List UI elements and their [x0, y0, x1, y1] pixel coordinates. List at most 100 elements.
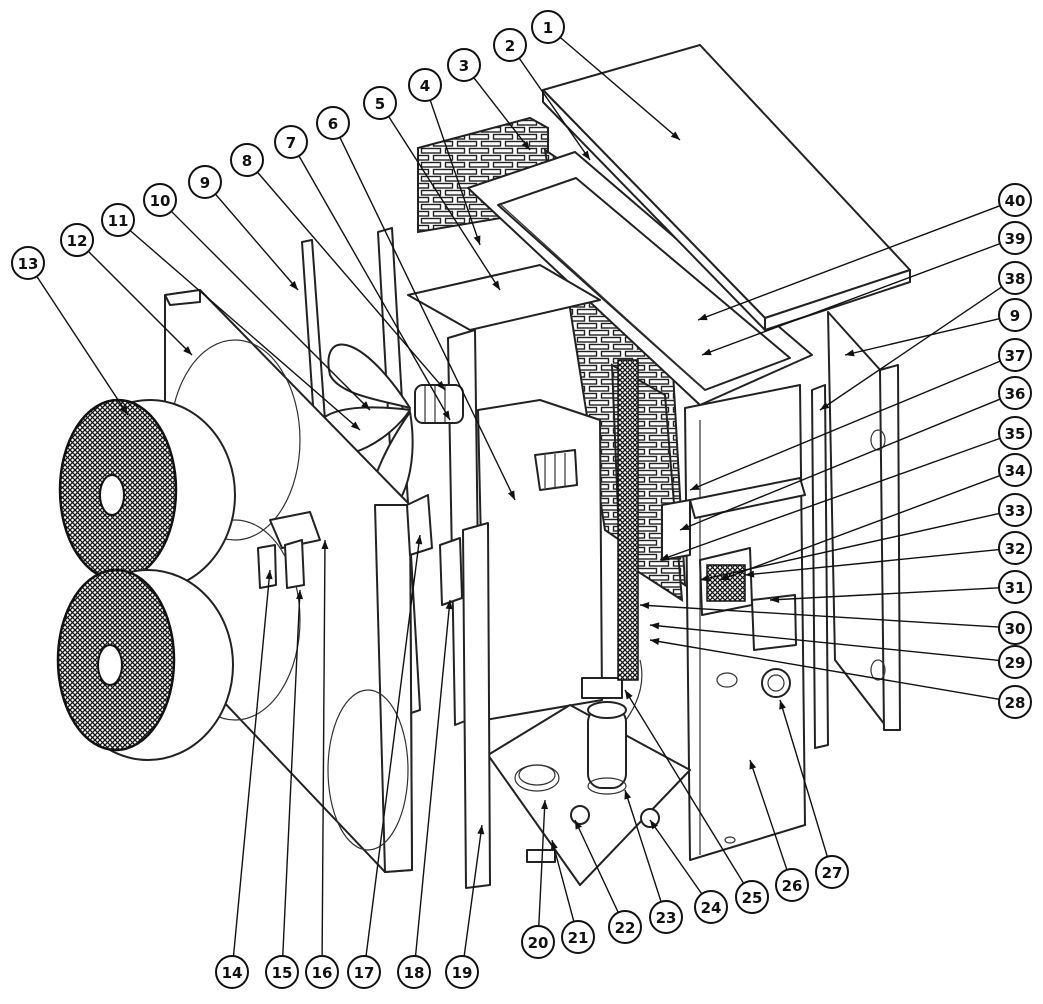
callout-16: 16	[305, 955, 339, 989]
callout-circle	[215, 955, 249, 989]
fan-grilles	[56, 398, 236, 761]
callout-labels: 1234567891011121340393893736353433323130…	[11, 10, 1032, 989]
callout-leader-line	[819, 286, 1003, 411]
callout-arrowhead	[507, 490, 515, 500]
callout-leader-line	[574, 819, 619, 913]
callout-circle	[408, 68, 442, 102]
callout-12: 12	[60, 223, 94, 257]
callout-circle	[998, 183, 1032, 217]
callout-number: 7	[286, 134, 296, 152]
callout-arrowhead	[680, 523, 690, 530]
callout-leader-line	[679, 398, 1001, 531]
callout-arrowhead	[575, 820, 582, 830]
callout-arrowhead	[183, 346, 192, 355]
callout-2: 2	[493, 28, 527, 62]
callout-number: 17	[354, 964, 375, 982]
callout-arrowhead	[749, 760, 757, 770]
callout-circle	[143, 183, 177, 217]
callout-circle	[447, 48, 481, 82]
callout-1: 1	[531, 10, 565, 44]
callout-leader-line	[769, 587, 1000, 601]
callout-number: 25	[742, 889, 763, 907]
callout-number: 8	[242, 152, 252, 170]
callout-circle	[998, 531, 1032, 565]
callout-arrowhead	[541, 800, 549, 810]
callout-circle	[608, 910, 642, 944]
callout-arrowhead	[296, 590, 304, 600]
callout-arrowhead	[473, 235, 481, 245]
top-cover	[542, 44, 911, 331]
callout-circle	[521, 925, 555, 959]
callout-leader-line	[414, 599, 451, 957]
callout-arrowhead	[650, 820, 659, 830]
callout-circle	[561, 920, 595, 954]
callout-leader-line	[232, 569, 271, 957]
callout-circle	[265, 955, 299, 989]
callout-leader-line	[129, 229, 361, 431]
callout-10: 10	[143, 183, 177, 217]
callout-number: 37	[1005, 347, 1026, 365]
callout-arrowhead	[436, 380, 445, 390]
callout-number: 11	[108, 212, 129, 230]
callout-5: 5	[363, 86, 397, 120]
callout-circle	[649, 900, 683, 934]
callout-32: 32	[998, 531, 1032, 565]
callout-15: 15	[265, 955, 299, 989]
callout-arrowhead	[779, 700, 786, 710]
leader-lines	[36, 36, 1003, 957]
top-frame	[467, 151, 813, 406]
callout-11: 11	[101, 203, 135, 237]
callout-6: 6	[316, 106, 350, 140]
callout-leader-line	[719, 474, 1001, 581]
callout-leader-line	[388, 116, 501, 291]
callout-number: 9	[1010, 307, 1020, 325]
callout-4: 4	[408, 68, 442, 102]
callout-36: 36	[998, 376, 1032, 410]
callout-leader-line	[844, 317, 1000, 356]
callout-29: 29	[998, 645, 1032, 679]
callout-arrowhead	[640, 602, 650, 610]
callout-number: 15	[272, 964, 293, 982]
callout-number: 1	[543, 19, 553, 37]
callout-38: 38	[998, 261, 1032, 295]
callout-arrowhead	[361, 401, 370, 410]
callout-arrowhead	[820, 402, 830, 410]
front-brackets	[257, 494, 463, 606]
callout-leader-line	[779, 699, 829, 857]
callout-number: 35	[1005, 425, 1026, 443]
coil-tubes	[617, 359, 639, 681]
callout-leader-line	[749, 759, 788, 871]
callout-circle	[998, 611, 1032, 645]
callout-number: 14	[222, 964, 243, 982]
center-partition	[407, 264, 603, 726]
callout-circle	[998, 261, 1032, 295]
callout-arrowhead	[745, 570, 755, 578]
callout-leader-line	[170, 210, 371, 411]
callout-leader-line	[559, 36, 681, 141]
callout-leader-line	[298, 155, 451, 421]
callout-circle	[445, 955, 479, 989]
callout-number: 32	[1005, 540, 1026, 558]
callout-leader-line	[649, 624, 1000, 662]
callout-circle	[230, 143, 264, 177]
callout-number: 16	[312, 964, 333, 982]
callout-number: 3	[459, 57, 469, 75]
callout-leader-line	[339, 137, 516, 501]
callout-arrowhead	[550, 840, 558, 850]
callout-circle	[11, 246, 45, 280]
callout-circle	[998, 645, 1032, 679]
callout-leader-line	[551, 839, 575, 922]
callout-leader-line	[659, 437, 1001, 561]
callout-leader-line	[365, 534, 421, 957]
callout-circle	[347, 955, 381, 989]
callout-arrowhead	[660, 553, 670, 561]
callout-arrowhead	[670, 131, 680, 140]
callout-circle	[998, 298, 1032, 332]
callout-leader-line	[463, 824, 483, 957]
callout-leader-line	[36, 275, 129, 416]
callout-arrowhead	[415, 535, 423, 545]
callout-arrowhead	[720, 573, 730, 581]
callout-leader-line	[282, 589, 301, 957]
callout-leader-line	[256, 171, 446, 391]
callout-arrowhead	[521, 140, 530, 150]
